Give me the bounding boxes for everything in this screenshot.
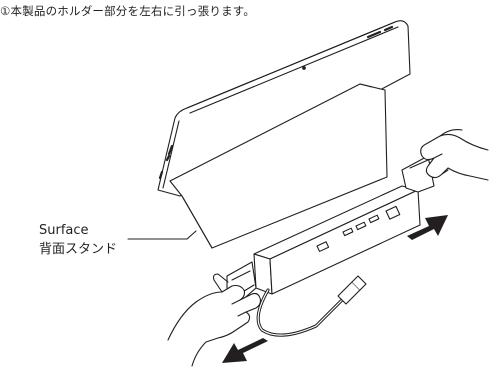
usb-port-3 (368, 214, 380, 224)
step-instruction: ①本製品のホルダー部分を左右に引っ張ります。 (0, 4, 256, 18)
left-hand (167, 273, 262, 367)
surface-stand-label-line2: 背面スタンド (39, 242, 118, 257)
surface-tablet (157, 20, 411, 197)
usb-port-1 (342, 227, 354, 237)
pull-left-arrow (222, 338, 268, 363)
right-hand (420, 129, 489, 181)
callout-leader-line-diagonal (186, 230, 197, 240)
surface-stand-label-line1: Surface (39, 223, 89, 238)
ethernet-port (385, 205, 401, 220)
hdmi-port (316, 241, 330, 252)
pull-right-arrow (407, 215, 448, 240)
surface-kickstand (169, 83, 388, 249)
surface-stand-label: Surface 背面スタンド (39, 221, 117, 259)
usb-port-2 (355, 221, 367, 231)
usb-cable (256, 275, 367, 337)
